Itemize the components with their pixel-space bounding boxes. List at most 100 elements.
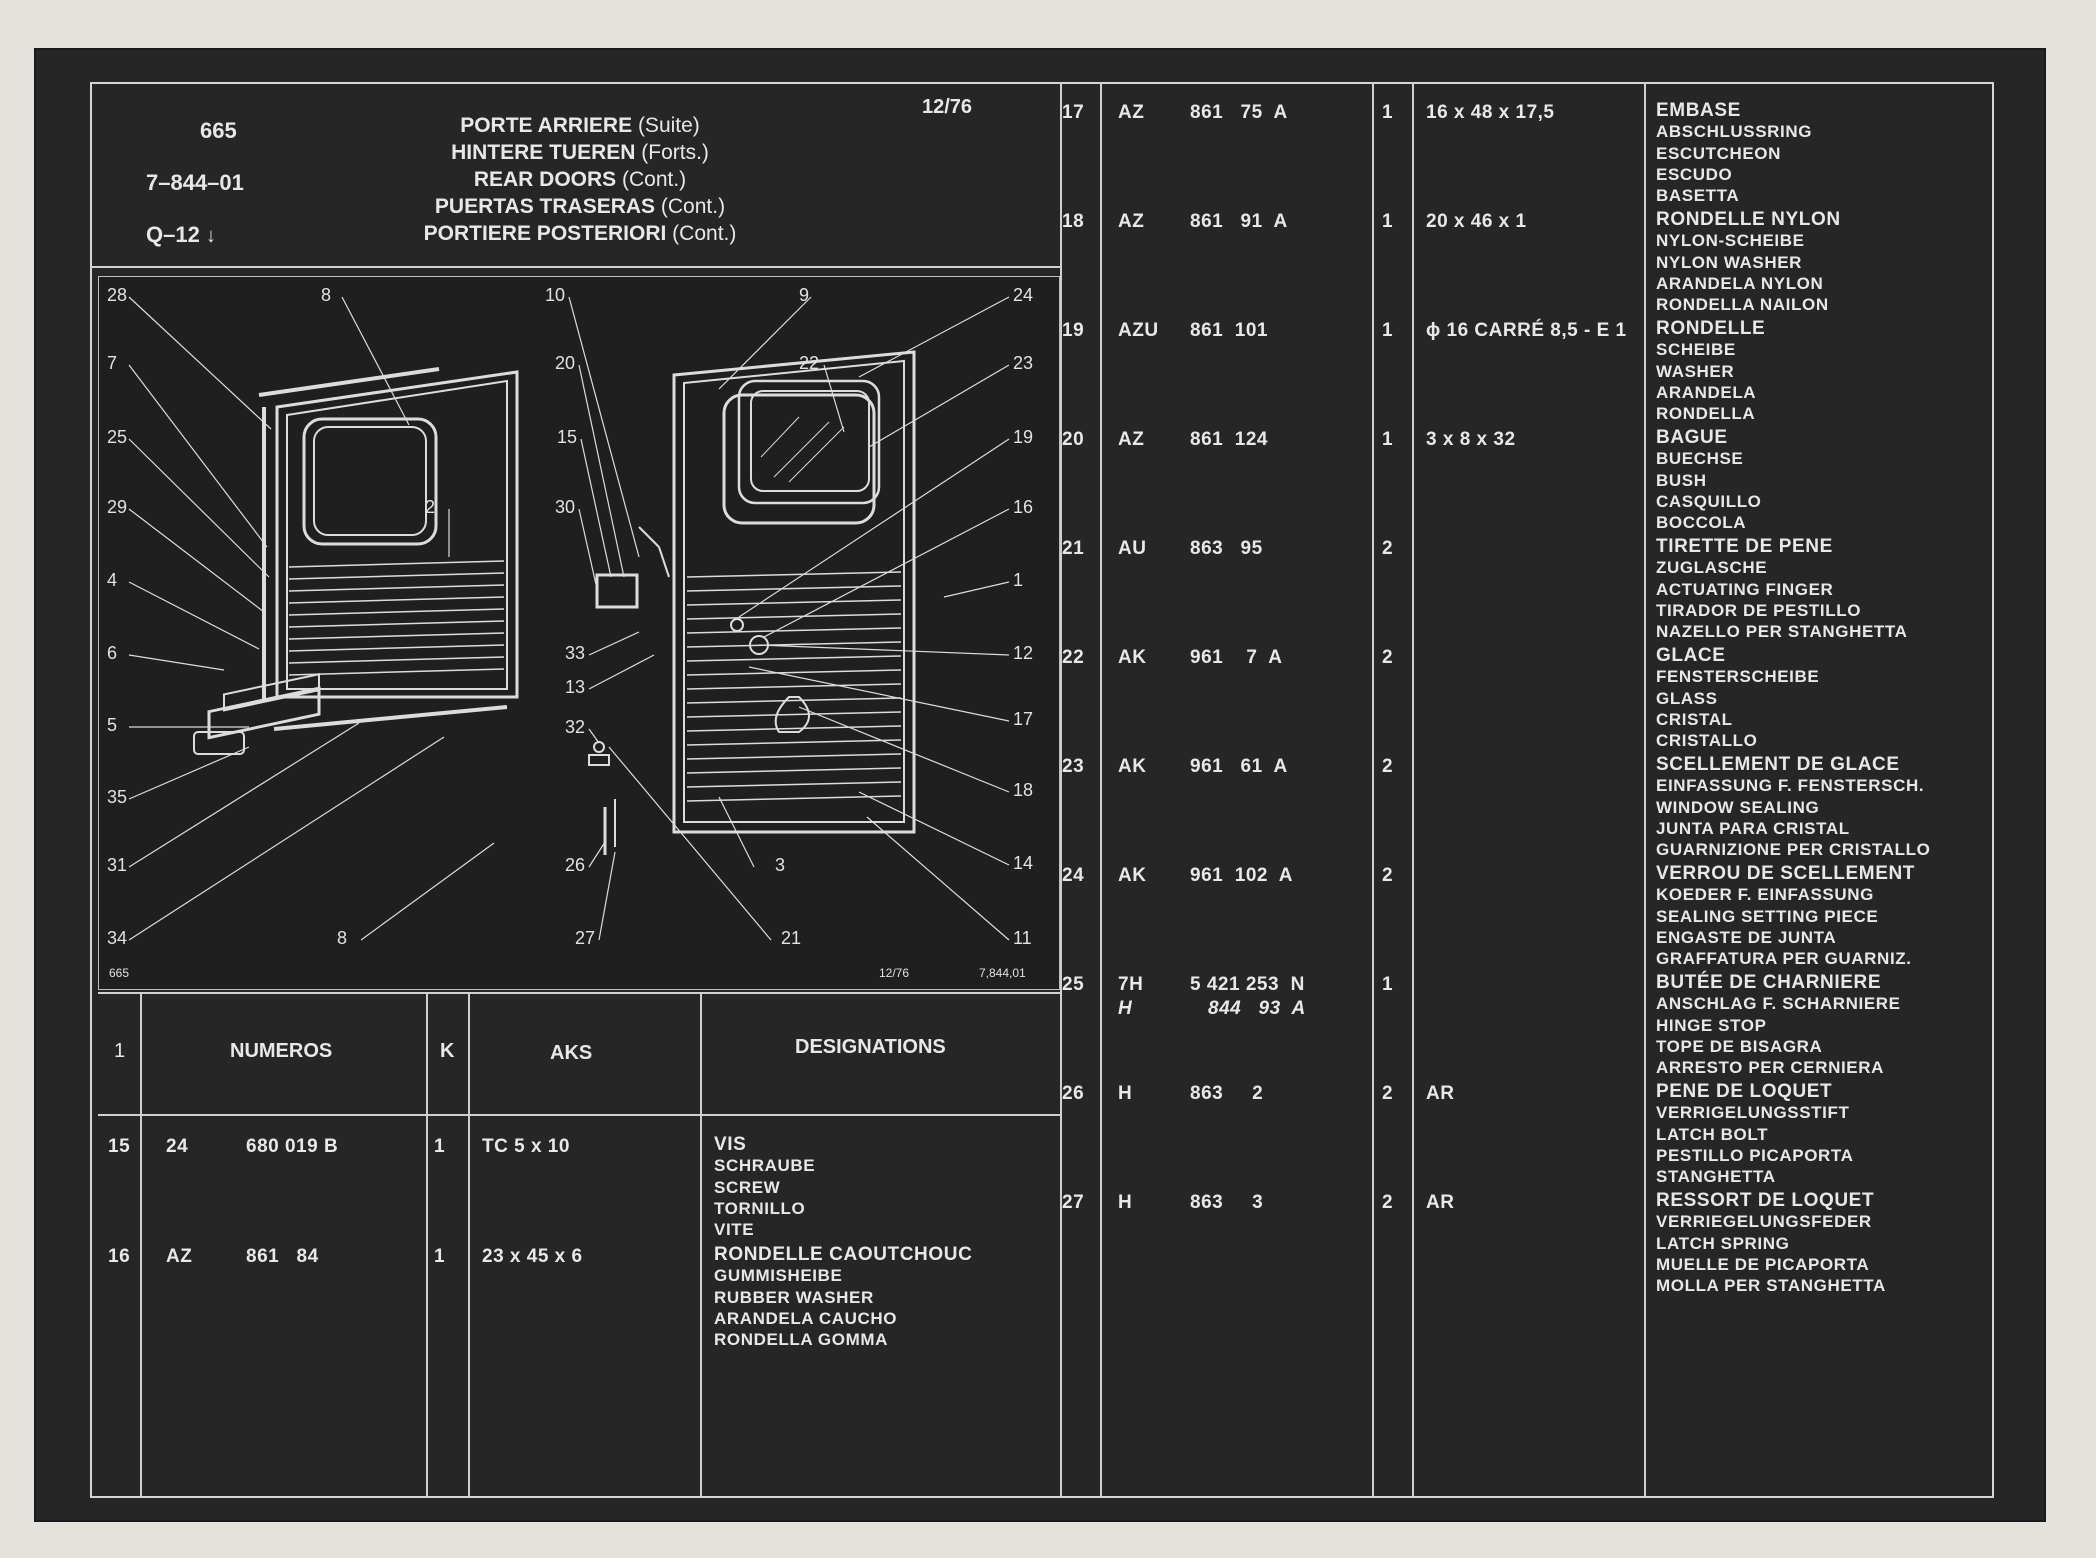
- divider-right-k-right: [1412, 82, 1414, 1496]
- designation-translation: ABSCHLUSSRING: [1656, 122, 1813, 142]
- title-main: PUERTAS TRASERAS: [434, 195, 661, 218]
- designation-translation: EINFASSUNG F. FENSTERSCH.: [1656, 776, 1925, 796]
- designation-translation: SCHRAUBE: [714, 1156, 816, 1176]
- row-k: 1: [1382, 102, 1394, 123]
- row-part-number: 680 019 B: [246, 1136, 339, 1157]
- row-prefix: AZ: [166, 1246, 193, 1267]
- callout-29: 29: [107, 497, 127, 517]
- designation-translation: CRISTALLO: [1656, 731, 1758, 751]
- title-main: PORTIERE POSTERIORI: [423, 222, 673, 245]
- designation-translation: ZUGLASCHE: [1656, 558, 1768, 578]
- divider-left-k-left: [426, 992, 428, 1496]
- page-title: PORTE ARRIERE (Suite)HINTERE TUEREN (For…: [400, 112, 760, 247]
- row-k: 1: [1382, 429, 1394, 450]
- designation-translation: SCREW: [714, 1177, 781, 1197]
- divider-diagram: [98, 992, 1060, 994]
- diagram-corner-mid: 12/76: [879, 966, 909, 980]
- column-k-header: K: [440, 1040, 455, 1062]
- row-part-number: 961 61 A: [1190, 756, 1288, 777]
- row-part-number: 961 102 A: [1190, 865, 1294, 886]
- row-aks: AR: [1426, 1083, 1455, 1104]
- designation-translation: ARANDELA NYLON: [1656, 273, 1824, 293]
- callout-20: 20: [555, 353, 575, 373]
- callout-13: 13: [565, 677, 585, 697]
- row-aks: TC 5 x 10: [482, 1136, 570, 1157]
- designation-translation: RUBBER WASHER: [714, 1287, 874, 1307]
- arrow-down-icon: ↓: [205, 225, 216, 247]
- right-door-drawing: [672, 350, 916, 834]
- divider-left-aks: [700, 992, 702, 1496]
- designation-translation: ARRESTO PER CERNIERA: [1656, 1058, 1884, 1078]
- designation-translation: GRAFFATURA PER GUARNIZ.: [1656, 949, 1912, 969]
- callout-14: 14: [1013, 853, 1033, 873]
- title-line: PORTIERE POSTERIORI (Cont.): [400, 220, 760, 247]
- designation-translation: BUECHSE: [1656, 449, 1744, 469]
- designation-main: RONDELLE NYLON: [1656, 209, 1841, 230]
- designation-translation: RONDELLA NAILON: [1656, 295, 1829, 315]
- diagram-corner-left: 665: [109, 966, 129, 980]
- callout-24: 24: [1013, 285, 1033, 305]
- divider-header: [90, 266, 1060, 268]
- designation-main: BUTÉE DE CHARNIERE: [1656, 972, 1882, 993]
- row-prefix: H: [1118, 1083, 1133, 1104]
- designation-translation: TOPE DE BISAGRA: [1656, 1036, 1823, 1056]
- callout-6: 6: [107, 643, 117, 663]
- row-k: 1: [434, 1136, 446, 1157]
- designation-main: EMBASE: [1656, 100, 1741, 121]
- title-line: HINTERE TUEREN (Forts.): [400, 139, 760, 166]
- designation-main: RESSORT DE LOQUET: [1656, 1190, 1875, 1211]
- title-line: REAR DOORS (Cont.): [400, 166, 760, 193]
- row-part-number: 5 421 253 N: [1190, 974, 1305, 995]
- callout-28: 28: [107, 285, 127, 305]
- callout-30: 30: [555, 497, 575, 517]
- page-number: 665: [200, 118, 237, 143]
- designation-translation: RONDELLA: [1656, 404, 1756, 424]
- row-index: 15: [108, 1136, 131, 1157]
- row-part-number: 861 75 A: [1190, 102, 1288, 123]
- row-prefix-alt: H: [1118, 998, 1133, 1019]
- leader-lines: [128, 296, 1010, 941]
- divider-right-k-left: [1372, 82, 1374, 1496]
- title-sub: (Cont.): [660, 195, 726, 218]
- row-index: 17: [1062, 102, 1085, 123]
- row-k: 1: [434, 1246, 446, 1267]
- callout-35: 35: [107, 787, 127, 807]
- callout-19: 19: [1013, 427, 1033, 447]
- designation-translation: TIRADOR DE PESTILLO: [1656, 600, 1862, 620]
- reference-number: 7–844–01: [146, 170, 244, 195]
- row-k: 2: [1382, 647, 1394, 668]
- row-index: 27: [1062, 1192, 1085, 1213]
- designation-translation: FENSTERSCHEIBE: [1656, 667, 1820, 687]
- designation-translation: ENGASTE DE JUNTA: [1656, 927, 1837, 947]
- title-sub: (Forts.): [641, 141, 709, 164]
- row-aks: 16 x 48 x 17,5: [1426, 102, 1555, 123]
- designation-translation: JUNTA PARA CRISTAL: [1656, 818, 1850, 838]
- divider-left-right: [1060, 82, 1062, 1496]
- column-designations-header: DESIGNATIONS: [795, 1036, 946, 1058]
- callout-16: 16: [1013, 497, 1033, 517]
- callout-5: 5: [107, 715, 117, 735]
- callout-8: 8: [321, 285, 331, 305]
- designation-translation: SCHEIBE: [1656, 340, 1736, 360]
- designation-translation: BASETTA: [1656, 186, 1740, 206]
- designation-translation: HINGE STOP: [1656, 1015, 1767, 1035]
- column-index-header: 1: [114, 1040, 126, 1062]
- row-k: 2: [1382, 865, 1394, 886]
- row-prefix: AZ: [1118, 102, 1145, 123]
- row-index: 22: [1062, 647, 1085, 668]
- callout-11: 11: [1013, 928, 1032, 948]
- callout-31: 31: [107, 855, 127, 875]
- designation-translation: ACTUATING FINGER: [1656, 579, 1834, 599]
- designation-translation: NYLON WASHER: [1656, 252, 1803, 272]
- right-door-louvres: [686, 571, 902, 802]
- row-part-number: 863 3: [1190, 1192, 1264, 1213]
- left-door-drawing: [258, 367, 519, 731]
- divider-right-aks: [1644, 82, 1646, 1496]
- row-index: 21: [1062, 538, 1085, 559]
- callout-10: 10: [545, 285, 565, 305]
- callout-27: 27: [575, 928, 595, 948]
